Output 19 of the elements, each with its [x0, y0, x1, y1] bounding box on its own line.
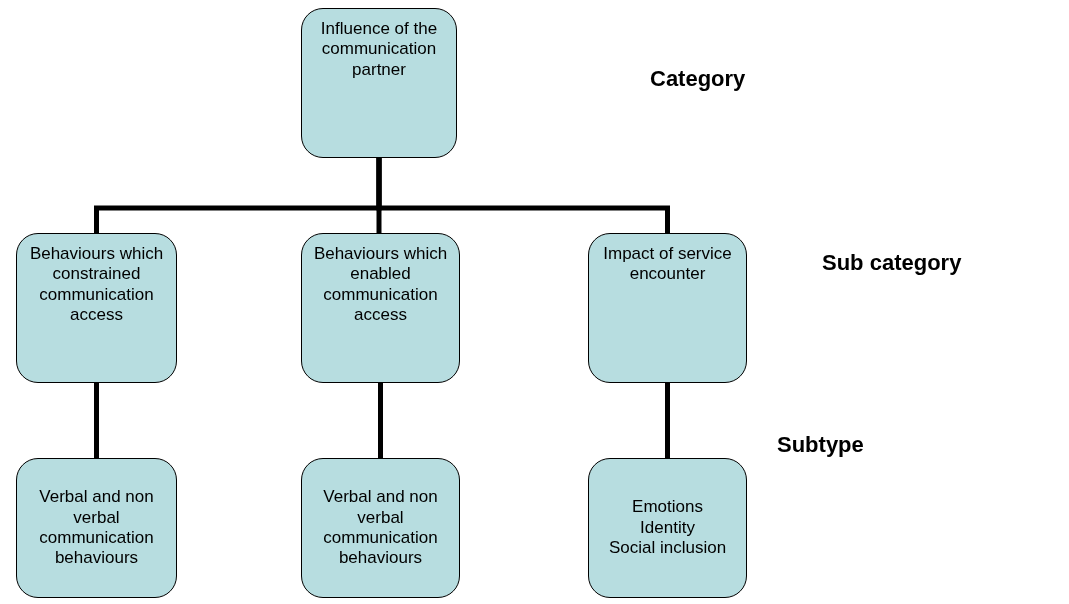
level-label: Category	[650, 66, 746, 92]
category-box	[301, 458, 460, 598]
category-box	[16, 233, 177, 383]
category-box	[588, 458, 747, 598]
box-text: Emotions	[632, 497, 703, 518]
level-label: Subtype	[777, 432, 864, 458]
category-box	[301, 233, 460, 383]
category-box	[588, 233, 747, 383]
category-box	[301, 8, 457, 158]
level-label: Sub category	[822, 250, 962, 276]
box-text: Verbal and non verbal communication behaviours	[322, 487, 439, 569]
box-text: Influence of the communication partner	[319, 19, 439, 81]
box-text: Behaviours which enabled communication access	[312, 244, 449, 326]
box-text: Social inclusion	[608, 538, 727, 559]
box-text: Impact of service encounter	[602, 244, 733, 285]
box-text: Behaviours which constrained communication access	[28, 244, 165, 326]
category-box	[16, 458, 177, 598]
box-text: Verbal and non verbal communication behaviours	[38, 487, 155, 569]
box-text: Identity	[640, 517, 695, 539]
